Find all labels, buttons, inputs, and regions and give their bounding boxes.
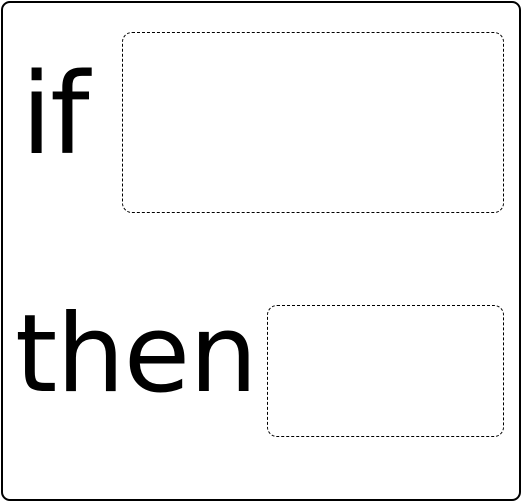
then-keyword: then — [15, 292, 258, 417]
condition-slot[interactable] — [122, 32, 504, 213]
action-slot[interactable] — [267, 305, 504, 437]
if-keyword: if — [21, 50, 90, 180]
